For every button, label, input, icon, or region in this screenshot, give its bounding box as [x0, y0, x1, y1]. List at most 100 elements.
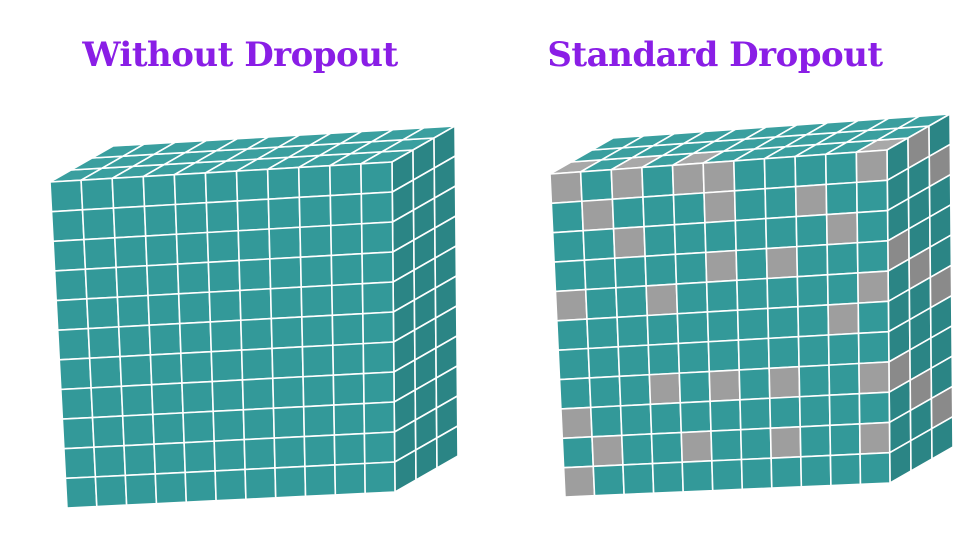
active-cell — [204, 170, 239, 204]
active-cell — [244, 467, 277, 501]
active-cell — [91, 415, 125, 449]
active-cell — [240, 347, 274, 381]
active-cell — [769, 395, 802, 430]
active-cell — [331, 282, 364, 317]
active-cell — [239, 287, 273, 322]
active-cell — [825, 181, 858, 216]
active-cell — [856, 209, 889, 244]
active-cell — [736, 277, 769, 312]
active-cell — [143, 203, 178, 237]
active-cell — [588, 375, 622, 409]
active-cell — [333, 432, 366, 466]
active-cell — [363, 401, 396, 435]
active-cell — [553, 259, 587, 293]
active-cell — [121, 413, 155, 447]
active-cell — [114, 235, 148, 269]
active-cell — [558, 377, 592, 410]
active-cell — [174, 201, 209, 236]
active-cell — [331, 312, 365, 347]
active-cell — [274, 465, 307, 499]
active-cell — [211, 379, 245, 413]
active-cell — [52, 238, 87, 272]
active-cell — [649, 402, 683, 435]
active-cell — [857, 300, 890, 335]
active-cell — [857, 330, 890, 365]
active-cell — [705, 279, 739, 313]
dropped-cell — [768, 365, 801, 400]
active-cell — [799, 424, 832, 458]
dropped-cell — [708, 369, 741, 403]
active-cell — [827, 332, 860, 366]
active-cell — [210, 349, 244, 383]
dropped-cell — [703, 189, 737, 224]
active-cell — [154, 471, 188, 505]
active-cell — [677, 340, 711, 374]
active-cell — [678, 370, 711, 404]
active-cell — [243, 437, 276, 471]
active-cell — [205, 200, 240, 234]
active-cell — [175, 231, 210, 265]
active-cell — [330, 252, 364, 287]
active-cell — [329, 163, 363, 197]
active-cell — [826, 272, 860, 306]
active-cell — [711, 458, 744, 492]
active-cell — [650, 431, 684, 465]
active-cell — [58, 357, 92, 391]
active-cell — [735, 247, 768, 282]
active-cell — [332, 342, 365, 376]
active-cell — [301, 344, 335, 378]
active-cell — [622, 462, 655, 496]
active-cell — [766, 275, 799, 310]
active-cell — [330, 222, 363, 257]
active-cell — [770, 455, 803, 489]
active-cell — [644, 253, 678, 287]
active-cell — [267, 196, 301, 230]
active-cell — [180, 350, 214, 384]
active-cell — [270, 316, 304, 350]
active-cell — [268, 226, 302, 260]
active-cell — [706, 309, 740, 343]
active-cell — [329, 192, 363, 227]
active-cell — [60, 387, 94, 420]
active-cell — [63, 446, 97, 480]
active-cell — [676, 311, 710, 345]
active-cell — [64, 476, 98, 509]
active-cell — [153, 441, 186, 475]
active-cell — [148, 322, 182, 356]
active-cell — [116, 294, 151, 328]
active-cell — [679, 400, 712, 434]
active-cell — [177, 291, 212, 325]
side-face-cell — [930, 415, 954, 460]
dropped-cell — [645, 283, 679, 317]
active-cell — [212, 408, 246, 442]
active-cell — [675, 281, 709, 315]
active-cell — [238, 258, 272, 292]
active-cell — [738, 367, 771, 401]
active-cell — [556, 318, 590, 351]
active-cell — [647, 342, 681, 376]
active-cell — [620, 433, 654, 466]
active-cell — [611, 196, 645, 230]
active-cell — [361, 251, 394, 285]
active-cell — [579, 168, 614, 203]
active-cell — [615, 285, 649, 319]
active-cell — [266, 166, 301, 200]
dropped-cell — [554, 288, 588, 322]
active-cell — [240, 317, 273, 351]
dropped-cell — [794, 183, 828, 218]
active-cell — [273, 435, 306, 469]
active-cell — [124, 473, 158, 506]
active-cell — [272, 405, 306, 439]
active-cell — [584, 286, 618, 320]
active-cell — [710, 428, 743, 462]
active-cell — [235, 168, 270, 202]
dropped-cell — [827, 302, 860, 336]
active-cell — [119, 354, 153, 388]
active-cell — [589, 405, 623, 438]
active-cell — [651, 461, 684, 494]
dropped-cell — [765, 245, 799, 280]
active-cell — [704, 219, 737, 254]
active-cell — [299, 254, 333, 288]
